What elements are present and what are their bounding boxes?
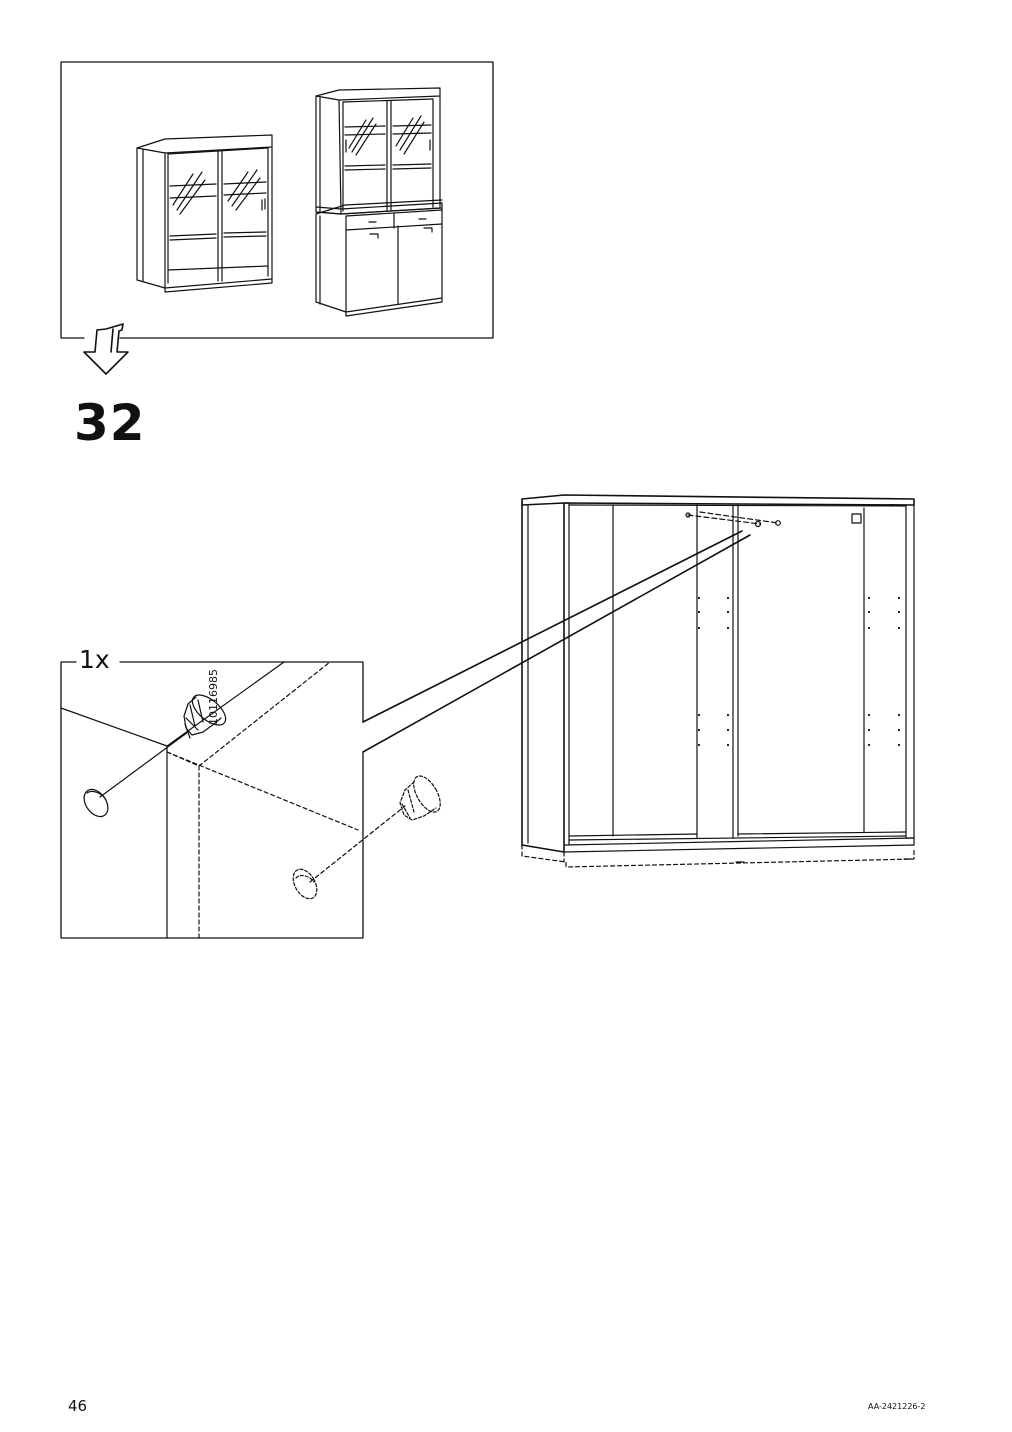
part-number: 10116985 (207, 669, 220, 725)
cabinet-frame (521, 494, 915, 868)
callout-beam (362, 530, 751, 753)
cabinet-tall-icon (315, 87, 443, 317)
quantity-label: 1x (77, 645, 116, 674)
page-number: 46 (68, 1397, 88, 1415)
hole-icon (83, 788, 109, 818)
cabinet-low-icon (136, 134, 273, 293)
document-code: AA-2421226-2 (868, 1402, 926, 1411)
step-number: 32 (74, 394, 146, 452)
overview-frame (60, 61, 494, 339)
arrow-down-icon (83, 323, 129, 375)
shelf-holes (697, 596, 901, 747)
cap-icon (183, 694, 227, 739)
detail-frame (60, 661, 406, 939)
cap-target-dashed (399, 775, 441, 821)
hole-target-dashed (292, 868, 318, 900)
